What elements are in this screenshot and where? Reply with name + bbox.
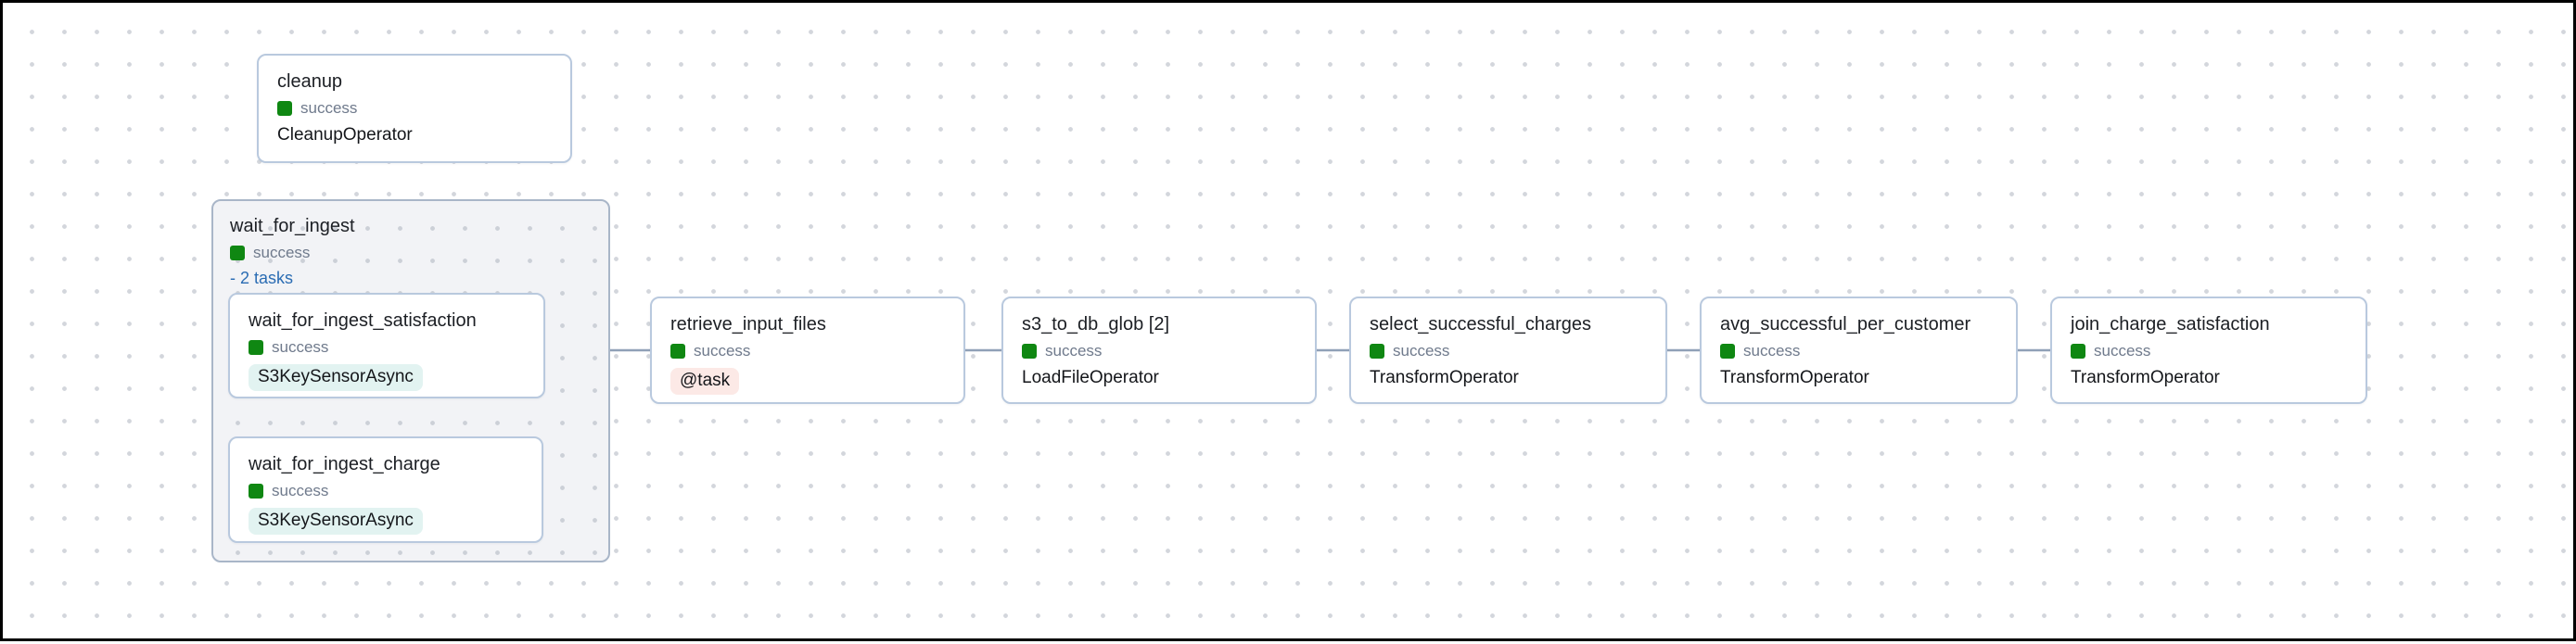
task-status-label: success xyxy=(1393,342,1450,360)
task-node-wait-for-ingest-satisfaction[interactable]: wait_for_ingest_satisfaction success S3K… xyxy=(228,293,545,398)
task-title: cleanup xyxy=(277,71,343,92)
group-status-label: success xyxy=(253,244,311,261)
task-title: join_charge_satisfaction xyxy=(2071,314,2270,335)
task-title: s3_to_db_glob [2] xyxy=(1022,314,1170,335)
task-status-label: success xyxy=(694,342,751,360)
group-title: wait_for_ingest xyxy=(230,216,355,236)
task-node-cleanup[interactable]: cleanup success CleanupOperator xyxy=(257,54,572,163)
group-status-row: success xyxy=(230,243,592,263)
task-status-row: success xyxy=(1370,341,1647,361)
success-status-icon xyxy=(1370,344,1384,359)
task-status-label: success xyxy=(2094,342,2151,360)
task-operator-label: LoadFileOperator xyxy=(1022,368,1159,387)
task-title: wait_for_ingest_satisfaction xyxy=(249,310,477,331)
task-status-row: success xyxy=(1720,341,1997,361)
success-status-icon xyxy=(249,340,263,355)
task-operator-badge: S3KeySensorAsync xyxy=(249,508,423,535)
task-status-row: success xyxy=(249,337,525,358)
success-status-icon xyxy=(277,101,292,116)
task-status-label: success xyxy=(300,99,358,117)
task-title: retrieve_input_files xyxy=(670,314,826,335)
task-group-wait-for-ingest[interactable]: wait_for_ingest success - 2 tasks wait_f… xyxy=(211,199,610,562)
task-title: avg_successful_per_customer xyxy=(1720,314,1971,335)
task-operator-badge: S3KeySensorAsync xyxy=(249,364,423,391)
task-status-row: success xyxy=(1022,341,1296,361)
success-status-icon xyxy=(670,344,685,359)
task-operator-label: CleanupOperator xyxy=(277,125,413,145)
success-status-icon xyxy=(1720,344,1735,359)
task-status-row: success xyxy=(249,481,523,501)
task-operator-label: TransformOperator xyxy=(1370,368,1519,387)
task-node-join-charge-satisfaction[interactable]: join_charge_satisfaction success Transfo… xyxy=(2050,297,2367,404)
task-node-avg-successful-per-customer[interactable]: avg_successful_per_customer success Tran… xyxy=(1700,297,2018,404)
task-operator-label: TransformOperator xyxy=(1720,368,1869,387)
success-status-icon xyxy=(230,246,245,260)
task-status-row: success xyxy=(277,98,552,119)
task-title: wait_for_ingest_charge xyxy=(249,454,440,474)
success-status-icon xyxy=(1022,344,1037,359)
task-title: select_successful_charges xyxy=(1370,314,1592,335)
task-operator-label: TransformOperator xyxy=(2071,368,2220,387)
task-status-label: success xyxy=(1045,342,1103,360)
task-operator-badge: @task xyxy=(670,368,740,395)
task-node-retrieve-input-files[interactable]: retrieve_input_files success @task xyxy=(650,297,965,404)
task-node-s3-to-db-glob[interactable]: s3_to_db_glob [2] success LoadFileOperat… xyxy=(1001,297,1317,404)
success-status-icon xyxy=(249,484,263,499)
task-status-row: success xyxy=(2071,341,2347,361)
task-status-label: success xyxy=(272,482,329,499)
task-node-wait-for-ingest-charge[interactable]: wait_for_ingest_charge success S3KeySens… xyxy=(228,436,543,543)
task-node-select-successful-charges[interactable]: select_successful_charges success Transf… xyxy=(1349,297,1667,404)
task-status-label: success xyxy=(272,338,329,356)
success-status-icon xyxy=(2071,344,2085,359)
task-status-row: success xyxy=(670,341,945,361)
task-status-label: success xyxy=(1743,342,1801,360)
group-collapse-toggle[interactable]: - 2 tasks xyxy=(230,269,294,287)
